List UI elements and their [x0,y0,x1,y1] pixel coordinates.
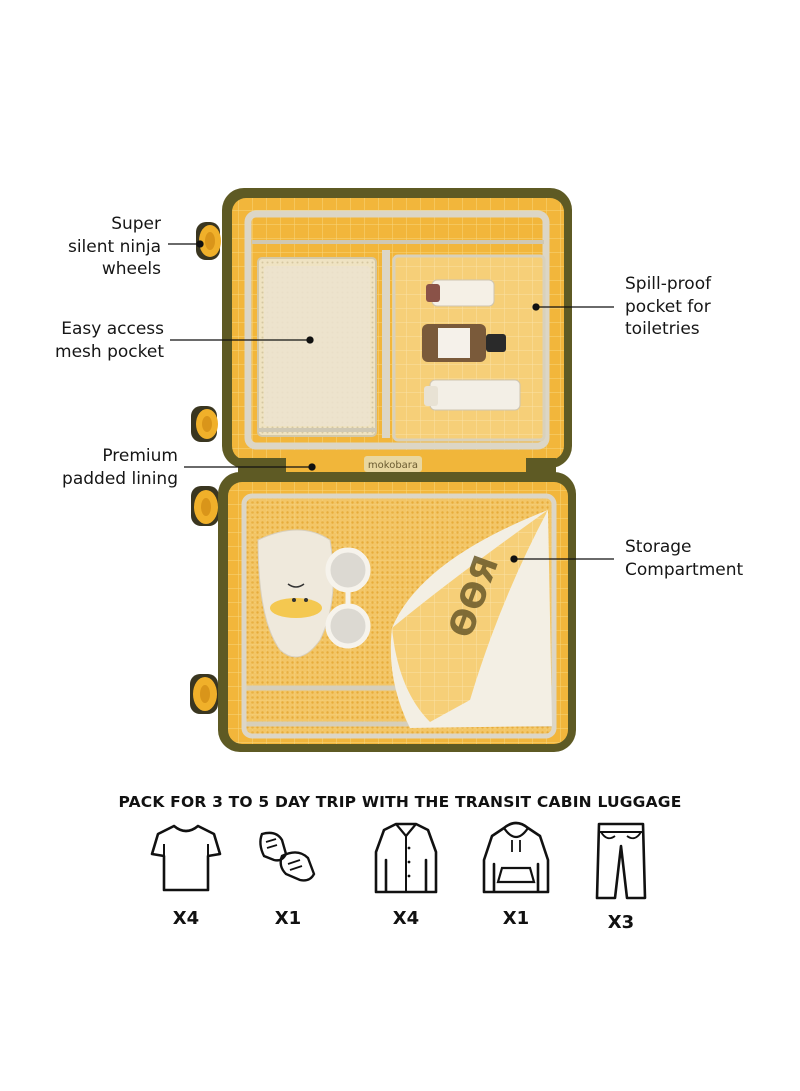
callout-mesh-line-1: Easy access [61,319,164,339]
callout-wheels-line-2: silent ninja [67,236,161,257]
storage-compartment: ӨӨЯ [390,510,552,728]
spill-proof-pocket [392,254,546,442]
callout-spill: Spill-proof pocket for toiletries [625,273,711,341]
callout-spill-line-2: pocket for [625,296,711,317]
pack-item-count: X4 [392,908,420,929]
pack-item-sneakers: X1 [233,820,343,929]
callout-lining: Premium padded lining [62,445,178,490]
callout-storage-line-2: Compartment [625,559,744,580]
shirt-icon [374,822,438,894]
pack-item-count: X4 [172,908,200,929]
hoodie-icon [482,821,550,894]
sunglasses [325,547,371,649]
pack-item-hoodie: X1 [461,820,571,929]
wheel-mid-upper [191,406,218,442]
callout-lining-line-1: Premium [102,446,178,466]
wheel-mid-lower [191,486,219,526]
pack-item-trousers: X3 [566,820,676,933]
pack-item-shirt: X4 [351,820,461,929]
brand-tag: mokobara [368,460,418,471]
pack-item-count: X1 [274,908,302,929]
pack-item-tshirt: X4 [131,820,241,929]
trousers-icon [595,822,647,900]
callout-lining-line-2: padded lining [62,468,178,489]
callout-spill-line-3: toiletries [625,319,700,339]
callout-storage: Storage Compartment [625,536,743,581]
callout-wheels: Super silent ninja wheels [68,213,161,281]
callout-mesh-line-2: mesh pocket [55,341,164,362]
mesh-pocket [257,257,377,437]
packing-headline: PACK FOR 3 TO 5 DAY TRIP WITH THE TRANSI… [118,793,682,811]
callout-storage-line-1: Storage [625,537,692,557]
callout-lines [168,240,614,563]
pack-item-count: X1 [502,908,530,929]
tshirt-icon [150,824,222,892]
wheel-bottom-left [190,674,218,714]
wheel-top-left [196,222,221,260]
sneakers-icon [259,831,316,882]
eye-mask [257,529,334,658]
callout-wheels-line-1: Super [111,214,161,234]
callout-wheels-line-3: wheels [101,259,161,279]
pack-item-count: X3 [607,912,635,933]
callout-spill-line-1: Spill-proof [625,274,712,294]
callout-mesh: Easy access mesh pocket [55,318,164,363]
